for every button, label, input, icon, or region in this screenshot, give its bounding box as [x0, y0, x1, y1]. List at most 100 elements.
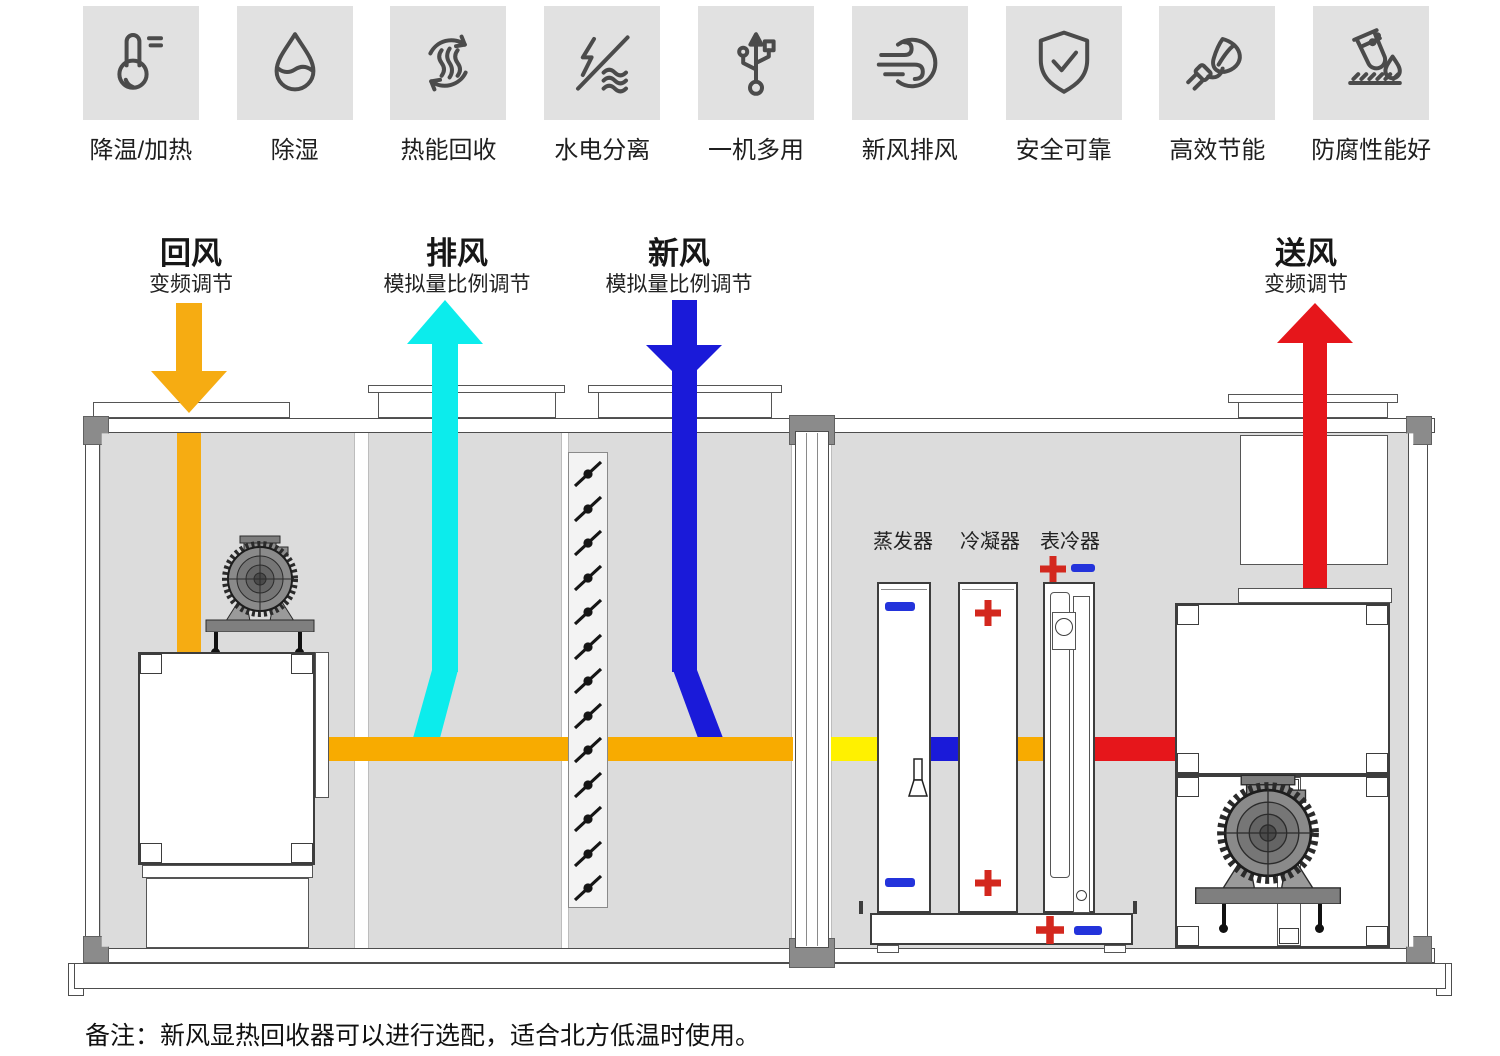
feature-tile	[82, 6, 199, 120]
motor-mount-rod	[214, 632, 218, 652]
surface-cooler-label: 表冷器	[1040, 531, 1100, 553]
corner-plate	[1279, 928, 1299, 944]
heat-recovery-icon	[428, 34, 469, 92]
motor-mount-bolt	[1219, 924, 1228, 933]
exhaust-air-sublabel: 模拟量比例调节	[383, 273, 531, 296]
corner-plate	[1366, 605, 1388, 625]
supply-fan-upper-housing	[1175, 603, 1390, 775]
usb-icon	[737, 32, 776, 96]
feature-tile	[1159, 6, 1276, 120]
divider-post-line	[817, 433, 818, 946]
evaporator-nozzle	[907, 758, 929, 797]
corner-plate	[140, 654, 162, 674]
flow-bar-cooled	[930, 737, 958, 761]
surface-cooler-drain	[1076, 890, 1087, 901]
feature-label: 高效节能	[1169, 137, 1266, 164]
droplet-icon	[274, 32, 316, 92]
fresh-air-label: 新风	[648, 236, 710, 271]
feature-tile	[236, 6, 353, 120]
minus-icon	[885, 878, 915, 887]
coil-top-line	[881, 589, 927, 590]
corner-plate	[291, 654, 313, 674]
flow-bar-reheated	[1018, 737, 1046, 761]
flow-bar-bypass	[831, 737, 877, 761]
feature-tile	[1005, 6, 1122, 120]
feature-safe-reliable: 安全可靠	[987, 6, 1141, 165]
plus-icon	[1040, 556, 1066, 582]
feature-label: 降温/加热	[89, 137, 193, 164]
unit-base-rail	[74, 963, 1446, 989]
feature-tile	[544, 6, 661, 120]
tray-hook	[859, 901, 863, 914]
feature-label: 安全可靠	[1015, 137, 1112, 164]
evaporator-label: 蒸发器	[873, 531, 933, 553]
tray-foot	[877, 945, 899, 953]
motor-mount-bolt	[1315, 924, 1324, 933]
feature-heat-recovery: 热能回收	[372, 6, 526, 165]
surface-cooler-channel	[1073, 596, 1090, 913]
feature-tile	[851, 6, 968, 120]
return-air-sublabel: 变频调节	[149, 273, 233, 296]
feature-label: 一机多用	[708, 137, 805, 164]
footnote: 备注：新风显热回收器可以进行选配，适合北方低温时使用。	[85, 1022, 761, 1050]
divider-post-line	[806, 433, 807, 946]
feature-water-electric-separation: 水电分离	[525, 6, 679, 165]
return-arrow-head	[151, 371, 227, 413]
tray-foot	[1104, 945, 1126, 953]
section-exhaust-panel	[368, 431, 562, 950]
feature-label: 新风排风	[861, 137, 958, 164]
return-air-stripe	[177, 433, 201, 652]
unit-top-frame	[85, 418, 1435, 433]
supply-air-label: 送风	[1275, 236, 1337, 271]
evaporator-coil	[877, 582, 931, 913]
feature-label: 防腐性能好	[1311, 137, 1432, 164]
feature-tile	[698, 6, 815, 120]
return-fan-motor	[205, 535, 315, 632]
return-fan-housing	[138, 652, 315, 865]
feature-tile	[390, 6, 507, 120]
exhaust-air-label: 排风	[426, 236, 488, 271]
return-fan-pedestal-collar	[142, 865, 313, 878]
corner-plate	[1366, 753, 1388, 773]
fresh-air-sublabel: 模拟量比例调节	[605, 273, 753, 296]
corner-plate	[1366, 777, 1388, 797]
supply-fan-top-plate	[1238, 588, 1392, 603]
thermometer-icon	[117, 33, 163, 90]
surface-cooler-channel	[1050, 592, 1070, 878]
supply-air-stripe	[1303, 341, 1327, 588]
minus-icon	[885, 602, 915, 611]
corner-plate	[1177, 753, 1199, 773]
fresh-arrow-head	[646, 345, 722, 383]
exhaust-duct-collar	[378, 392, 556, 418]
condenser-coil	[958, 582, 1018, 913]
condenser-label: 冷凝器	[960, 531, 1020, 553]
coil-top-line	[962, 589, 1014, 590]
plus-icon	[975, 870, 1001, 896]
return-air-label: 回风	[160, 236, 222, 271]
feature-cooling-heating: 降温/加热	[64, 6, 218, 165]
plus-icon	[1036, 916, 1064, 944]
plus-icon	[975, 600, 1001, 626]
feature-fresh-exhaust: 新风排风	[833, 6, 987, 165]
feature-label: 水电分离	[554, 137, 651, 164]
feature-label: 热能回收	[400, 137, 497, 164]
supply-fan-motor	[1195, 774, 1341, 904]
return-arrow-shaft	[176, 303, 202, 373]
corner-plate	[140, 843, 162, 863]
tray-hook	[1133, 901, 1137, 914]
feature-tile	[1313, 6, 1430, 120]
unit-bottom-frame	[85, 948, 1435, 963]
exhaust-air-stripe	[432, 342, 458, 672]
corner-plate	[1177, 777, 1199, 797]
minus-icon	[1071, 564, 1095, 572]
water-electricity-icon	[576, 35, 630, 94]
feature-anticorrosion: 防腐性能好	[1294, 6, 1448, 165]
return-fan-pedestal	[146, 878, 309, 948]
plug-leaf-icon	[1186, 37, 1243, 91]
heat-recovery-damper	[568, 452, 608, 908]
feature-label: 除湿	[270, 137, 319, 164]
corner-plate	[1366, 926, 1388, 946]
motor-mount-rod	[298, 632, 302, 652]
supply-air-sublabel: 变频调节	[1264, 273, 1348, 296]
supply-arrow-head	[1277, 303, 1353, 343]
